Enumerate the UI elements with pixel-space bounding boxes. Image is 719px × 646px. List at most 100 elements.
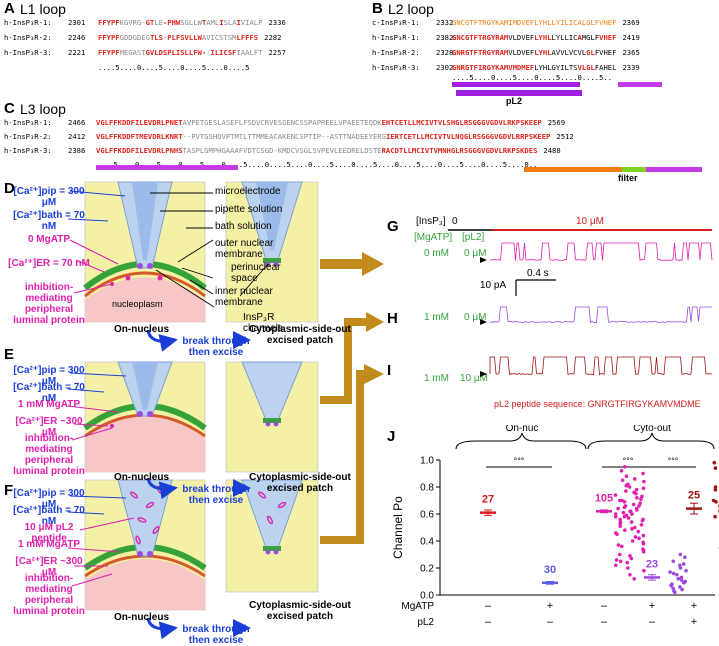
data-point [615, 532, 619, 536]
data-point [623, 500, 627, 504]
group-label-on-nuc: On-nuc [506, 425, 539, 434]
n-label: 27 [482, 494, 494, 506]
y-tick-label: 0.2 [420, 564, 434, 575]
data-point [678, 553, 682, 557]
data-point [675, 573, 679, 577]
row-value: – [547, 616, 554, 628]
sig-marker: °°° [514, 456, 525, 466]
data-point [636, 530, 640, 534]
data-point [628, 485, 632, 489]
data-point [614, 564, 618, 568]
data-point [714, 466, 718, 470]
data-point [633, 477, 637, 481]
brace-cyto-out [588, 433, 714, 449]
trace-h [490, 307, 712, 323]
y-tick-label: 0.6 [420, 510, 434, 521]
row-value: + [691, 616, 697, 628]
data-point [620, 545, 624, 549]
data-point [641, 472, 645, 476]
data-point [714, 500, 718, 504]
data-point [622, 511, 626, 515]
row-value: + [691, 600, 697, 612]
data-point [668, 570, 672, 574]
data-point [635, 508, 639, 512]
y-axis-label: Channel Po [391, 496, 405, 559]
y-tick-label: 0.0 [420, 591, 434, 602]
data-point [680, 588, 684, 592]
data-point [713, 515, 717, 519]
data-point [614, 493, 618, 497]
data-point [623, 465, 627, 469]
data-point [684, 569, 688, 573]
y-tick-label: 1.0 [420, 456, 434, 467]
data-point [683, 555, 687, 559]
data-point [714, 488, 718, 492]
data-point [682, 562, 686, 566]
trace-i-arrow [480, 371, 487, 377]
data-point [671, 559, 675, 563]
data-point [642, 542, 646, 546]
row-value: – [485, 600, 492, 612]
data-point [673, 591, 677, 595]
data-point [630, 520, 634, 524]
trace-i [490, 357, 712, 375]
row-value: – [649, 616, 656, 628]
data-point [637, 537, 641, 541]
data-point [616, 507, 620, 511]
row-value: + [547, 600, 553, 612]
data-point [623, 505, 627, 509]
data-point [628, 573, 632, 577]
data-point [634, 492, 638, 496]
data-point [621, 478, 625, 482]
data-point [627, 516, 631, 520]
data-point [642, 534, 646, 538]
data-point [620, 469, 624, 473]
row-value: – [601, 616, 608, 628]
data-point [682, 581, 686, 585]
data-point [630, 527, 634, 531]
n-label: 25 [688, 490, 700, 502]
row-label: MgATP [401, 601, 434, 612]
n-label: 30 [544, 564, 556, 576]
group-label-cyto-out: Cyto-out [633, 425, 671, 434]
data-point [631, 539, 635, 543]
n-label: 105 [595, 492, 613, 504]
data-point [634, 535, 638, 539]
data-point [640, 523, 644, 527]
data-point [625, 474, 629, 478]
data-point [624, 484, 628, 488]
data-point [623, 515, 627, 519]
data-point [635, 488, 639, 492]
data-point [635, 496, 639, 500]
data-point [619, 559, 623, 563]
sig-marker: °°° [668, 456, 679, 466]
data-point [641, 519, 645, 523]
data-point [630, 557, 634, 561]
data-point [676, 577, 680, 581]
data-point [614, 515, 618, 519]
data-point [630, 512, 634, 516]
y-tick-label: 0.8 [420, 483, 434, 494]
brace-on-nuc [456, 433, 586, 449]
data-point [618, 524, 622, 528]
y-tick-label: 0.4 [420, 537, 434, 548]
row-value: + [649, 600, 655, 612]
data-point [615, 558, 619, 562]
data-point [625, 561, 629, 565]
data-point [618, 553, 622, 557]
n-label: 23 [646, 558, 658, 570]
row-value: – [601, 600, 608, 612]
trace-g-arrow [480, 257, 487, 263]
data-point [672, 572, 676, 576]
data-point [642, 480, 646, 484]
data-point [712, 461, 716, 465]
data-point [639, 497, 643, 501]
sig-marker: °°° [623, 456, 634, 466]
data-point [642, 487, 646, 491]
row-value: – [485, 616, 492, 628]
data-point [624, 489, 628, 493]
data-point [626, 566, 630, 570]
data-point [632, 503, 636, 507]
data-point [642, 550, 646, 554]
